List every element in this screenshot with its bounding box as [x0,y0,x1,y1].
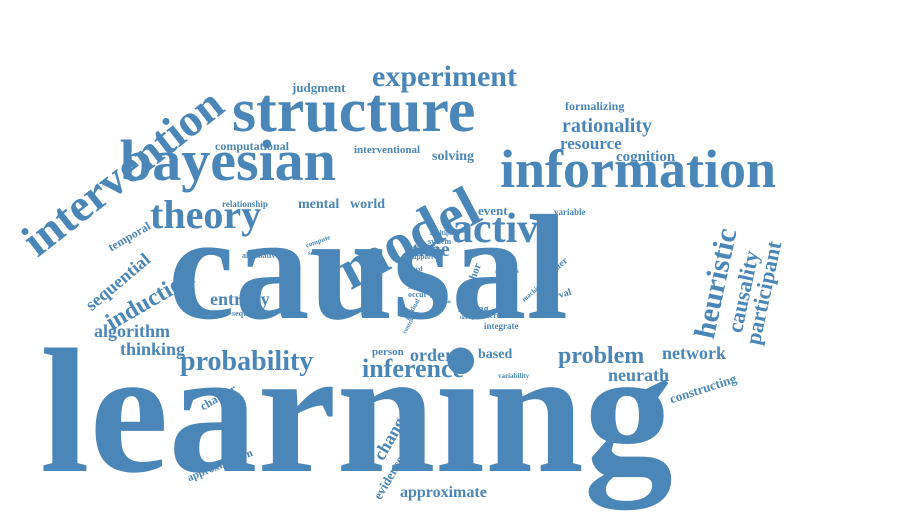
word-constructing: constructing [667,370,739,407]
word-structure: structure [232,77,476,145]
word-relationship: relationship [222,199,268,209]
word-multiple: multiple [430,229,455,237]
word-thinking: thinking [120,339,186,359]
word-host: host [436,290,445,295]
word-time: time [412,239,450,261]
word-level: level [406,273,420,281]
word-causal: causal [168,185,569,351]
word-variability: variability [498,372,530,380]
word-staying: staying [458,304,489,315]
word-sequence: sequence [232,309,263,318]
word-based: based [478,347,513,362]
word-approximate: approximate [400,484,487,501]
word-learning: learning [40,312,673,510]
word-entropy: entropy [210,289,270,309]
word-event: event [478,203,508,218]
word-interventional: interventional [354,144,420,156]
word-resource: resource [560,134,622,153]
word-selection: selection [308,249,334,257]
word-analysis: analysis [495,267,519,275]
word-temporal: temporal [105,218,153,255]
word-formalizing: formalizing [565,99,625,113]
word-integrate: integrate [484,321,519,331]
word-variable: variable [554,207,586,217]
word-bayesian: bayesian [120,128,336,193]
word-information: information [500,139,776,199]
word-order: order [410,345,453,365]
word-active: active [452,206,557,252]
word-mental: mental [298,197,340,212]
word-occur: occur [408,290,428,299]
word-ship: ship [408,282,423,291]
word-move: move [430,295,442,300]
word-neurath: neurath [608,365,670,385]
word-problem: problem [558,343,645,369]
word-system: system [428,237,452,246]
word-cognition: cognition [616,149,676,165]
word-alternative: alternative [242,251,279,260]
word-probability: probability [180,346,314,377]
word-solving: solving [432,149,475,164]
word-focus: focus [440,300,452,305]
word-inference: inference [362,354,465,383]
word-person: person [372,346,404,358]
word-rationality: rationality [562,115,652,137]
word-theory: theory [150,192,262,237]
word-algorithm: algorithm [94,321,170,341]
word-experiment: experiment [372,60,517,93]
word-computational: computational [215,139,290,153]
word-timing: timing [460,316,474,321]
word-network: network [662,343,726,363]
word-world: world [350,197,385,212]
word-support: support [410,253,434,261]
word-afford: afford [404,265,423,273]
word-judgment: judgment [292,80,346,95]
word-discrete: discrete [480,311,507,320]
